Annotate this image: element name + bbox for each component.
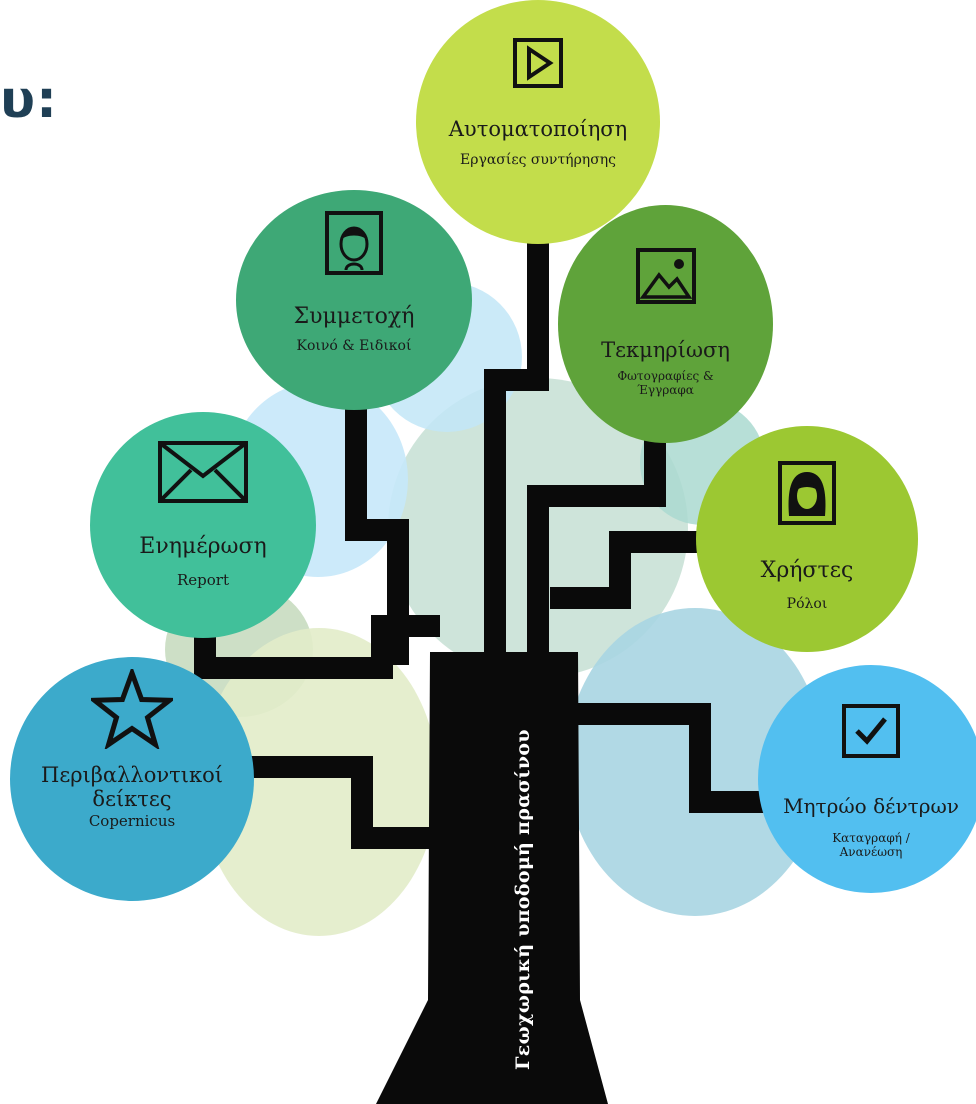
checkbox-icon [841, 703, 901, 763]
image-icon [635, 247, 697, 309]
node-subtitle: Report [176, 571, 229, 589]
node-subtitle: Κοινό & Ειδικοί [296, 338, 412, 354]
page-heading-fragment: υ: [0, 70, 58, 130]
node-title: Αυτοματοποίηση [448, 117, 628, 141]
node-registry: Μητρώο δέντρων Καταγραφή / Ανανέωση [758, 665, 976, 893]
node-subtitle: Φωτογραφίες & Έγγραφα [617, 369, 714, 397]
play-icon [513, 38, 563, 92]
female-avatar-icon [777, 460, 837, 530]
branch-automation [484, 240, 549, 665]
node-users: Χρήστες Ρόλοι [696, 426, 918, 652]
node-subtitle: Καταγραφή / Ανανέωση [832, 831, 910, 859]
branch-users [550, 531, 700, 609]
node-subtitle: Copernicus [88, 812, 176, 830]
node-title: Μητρώο δέντρων [783, 794, 959, 818]
node-automation: Αυτοματοποίηση Εργασίες συντήρησης [416, 0, 660, 244]
node-participation: Συμμετοχή Κοινό & Ειδικοί [236, 190, 472, 410]
trunk-label: Γεωχωρική υποδομή πρασίνου [512, 729, 534, 1070]
node-title: Συμμετοχή [293, 304, 415, 329]
node-title: Τεκμηρίωση [601, 338, 730, 362]
branch-registry [570, 703, 764, 813]
branch-notification [194, 615, 440, 679]
branch-documentation [527, 440, 666, 665]
branch-indicators [238, 756, 440, 849]
star-icon [87, 665, 177, 753]
node-indicators: Περιβαλλοντικοί δείκτες Copernicus [10, 657, 254, 901]
envelope-icon [157, 440, 249, 508]
branch-participation [345, 400, 409, 665]
node-title: Χρήστες [760, 558, 854, 583]
node-title: Περιβαλλοντικοί δείκτες [41, 763, 223, 811]
node-documentation: Τεκμηρίωση Φωτογραφίες & Έγγραφα [558, 205, 773, 443]
trunk-shape [376, 652, 608, 1104]
node-notification: Ενημέρωση Report [90, 412, 316, 638]
node-subtitle: Εργασίες συντήρησης [460, 152, 616, 168]
node-title: Ενημέρωση [139, 534, 267, 559]
male-avatar-icon [324, 210, 384, 280]
node-subtitle: Ρόλοι [786, 596, 828, 612]
